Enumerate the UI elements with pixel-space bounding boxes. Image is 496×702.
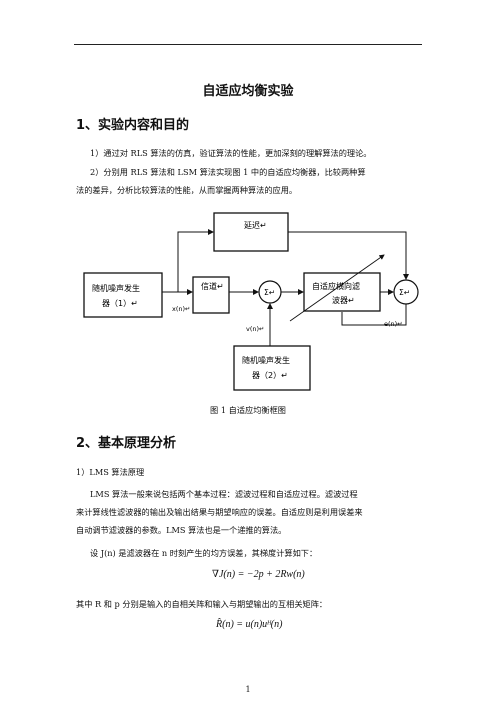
page-title: 自适应均衡实验: [202, 84, 294, 99]
noise-generator-1-label-2: 器（1）↵: [102, 299, 138, 308]
section1-para2-line2: 法的差异，分析比较算法的性能，从而掌握两种算法的应用。: [76, 185, 298, 195]
correlation-intro: 其中 R 和 p 分别是输入的自相关阵和输入与期望输出的互相关矩阵：: [76, 599, 328, 609]
lms-para-line2: 来计算线性滤波器的输出及输出结果与期望响应的误差。自适应则是利用误差来: [76, 507, 363, 517]
channel-label: 信道↵: [201, 281, 224, 291]
figure-caption: 图 1 自适应均衡框图: [210, 405, 286, 415]
section1-para2-line1: 2）分别用 RLS 算法和 LSM 算法实现图 1 中的自适应均衡器，比较两种算: [90, 167, 366, 177]
adaptive-filter-box: [303, 272, 381, 312]
lms-para-line3: 自动调节滤波器的参数。LMS 算法也是一个递推的算法。: [76, 525, 287, 535]
summer-2-label: Σ↵: [399, 288, 410, 297]
delay-box: [213, 212, 289, 252]
section1-heading: 1、实验内容和目的: [76, 118, 190, 133]
block-diagram: 延迟↵ 随机噪声发生 器（1）↵ 信道↵ Σ↵ 自适应横向滤 波器↵ Σ↵ 随机…: [83, 212, 419, 391]
channel-box: [192, 276, 230, 314]
noise-generator-2-box: [233, 345, 311, 391]
summer-1-label: Σ↵: [264, 288, 275, 297]
noise-generator-2-label-1: 随机噪声发生: [242, 355, 290, 365]
autocorrelation-equation: R̂(n) = u(n)uᴴ(n): [216, 619, 283, 630]
delay-label: 延迟↵: [244, 220, 267, 230]
lms-subheading: 1）LMS 算法原理: [76, 467, 145, 477]
noise-generator-2-label-2: 器（2）↵: [252, 371, 288, 380]
noise-generator-1-label-1: 随机噪声发生: [92, 283, 140, 293]
gradient-equation: ∇J(n) = −2p + 2Rw(n): [212, 569, 305, 580]
adaptive-filter-label-2: 波器↵: [332, 295, 355, 305]
adaptive-filter-label-1: 自适应横向滤: [312, 281, 360, 291]
vn-label: v(n)↵: [246, 325, 264, 333]
section2-heading: 2、基本原理分析: [76, 436, 177, 451]
en-label: e(n)↵: [384, 320, 403, 328]
lms-para-line1: LMS 算法一般来说包括两个基本过程：滤波过程和自适应过程。滤波过程: [90, 489, 358, 499]
section1-para1: 1）通过对 RLS 算法的仿真，验证算法的性能，更加深刻的理解算法的理论。: [90, 148, 372, 158]
noise-generator-1-box: [83, 272, 163, 318]
header-rule: [74, 44, 422, 45]
xn-label: x(n)↵: [172, 305, 190, 313]
page-number: 1: [245, 685, 251, 694]
gradient-intro: 设 J(n) 是滤波器在 n 时刻产生的均方误差，其梯度计算如下：: [90, 548, 318, 558]
